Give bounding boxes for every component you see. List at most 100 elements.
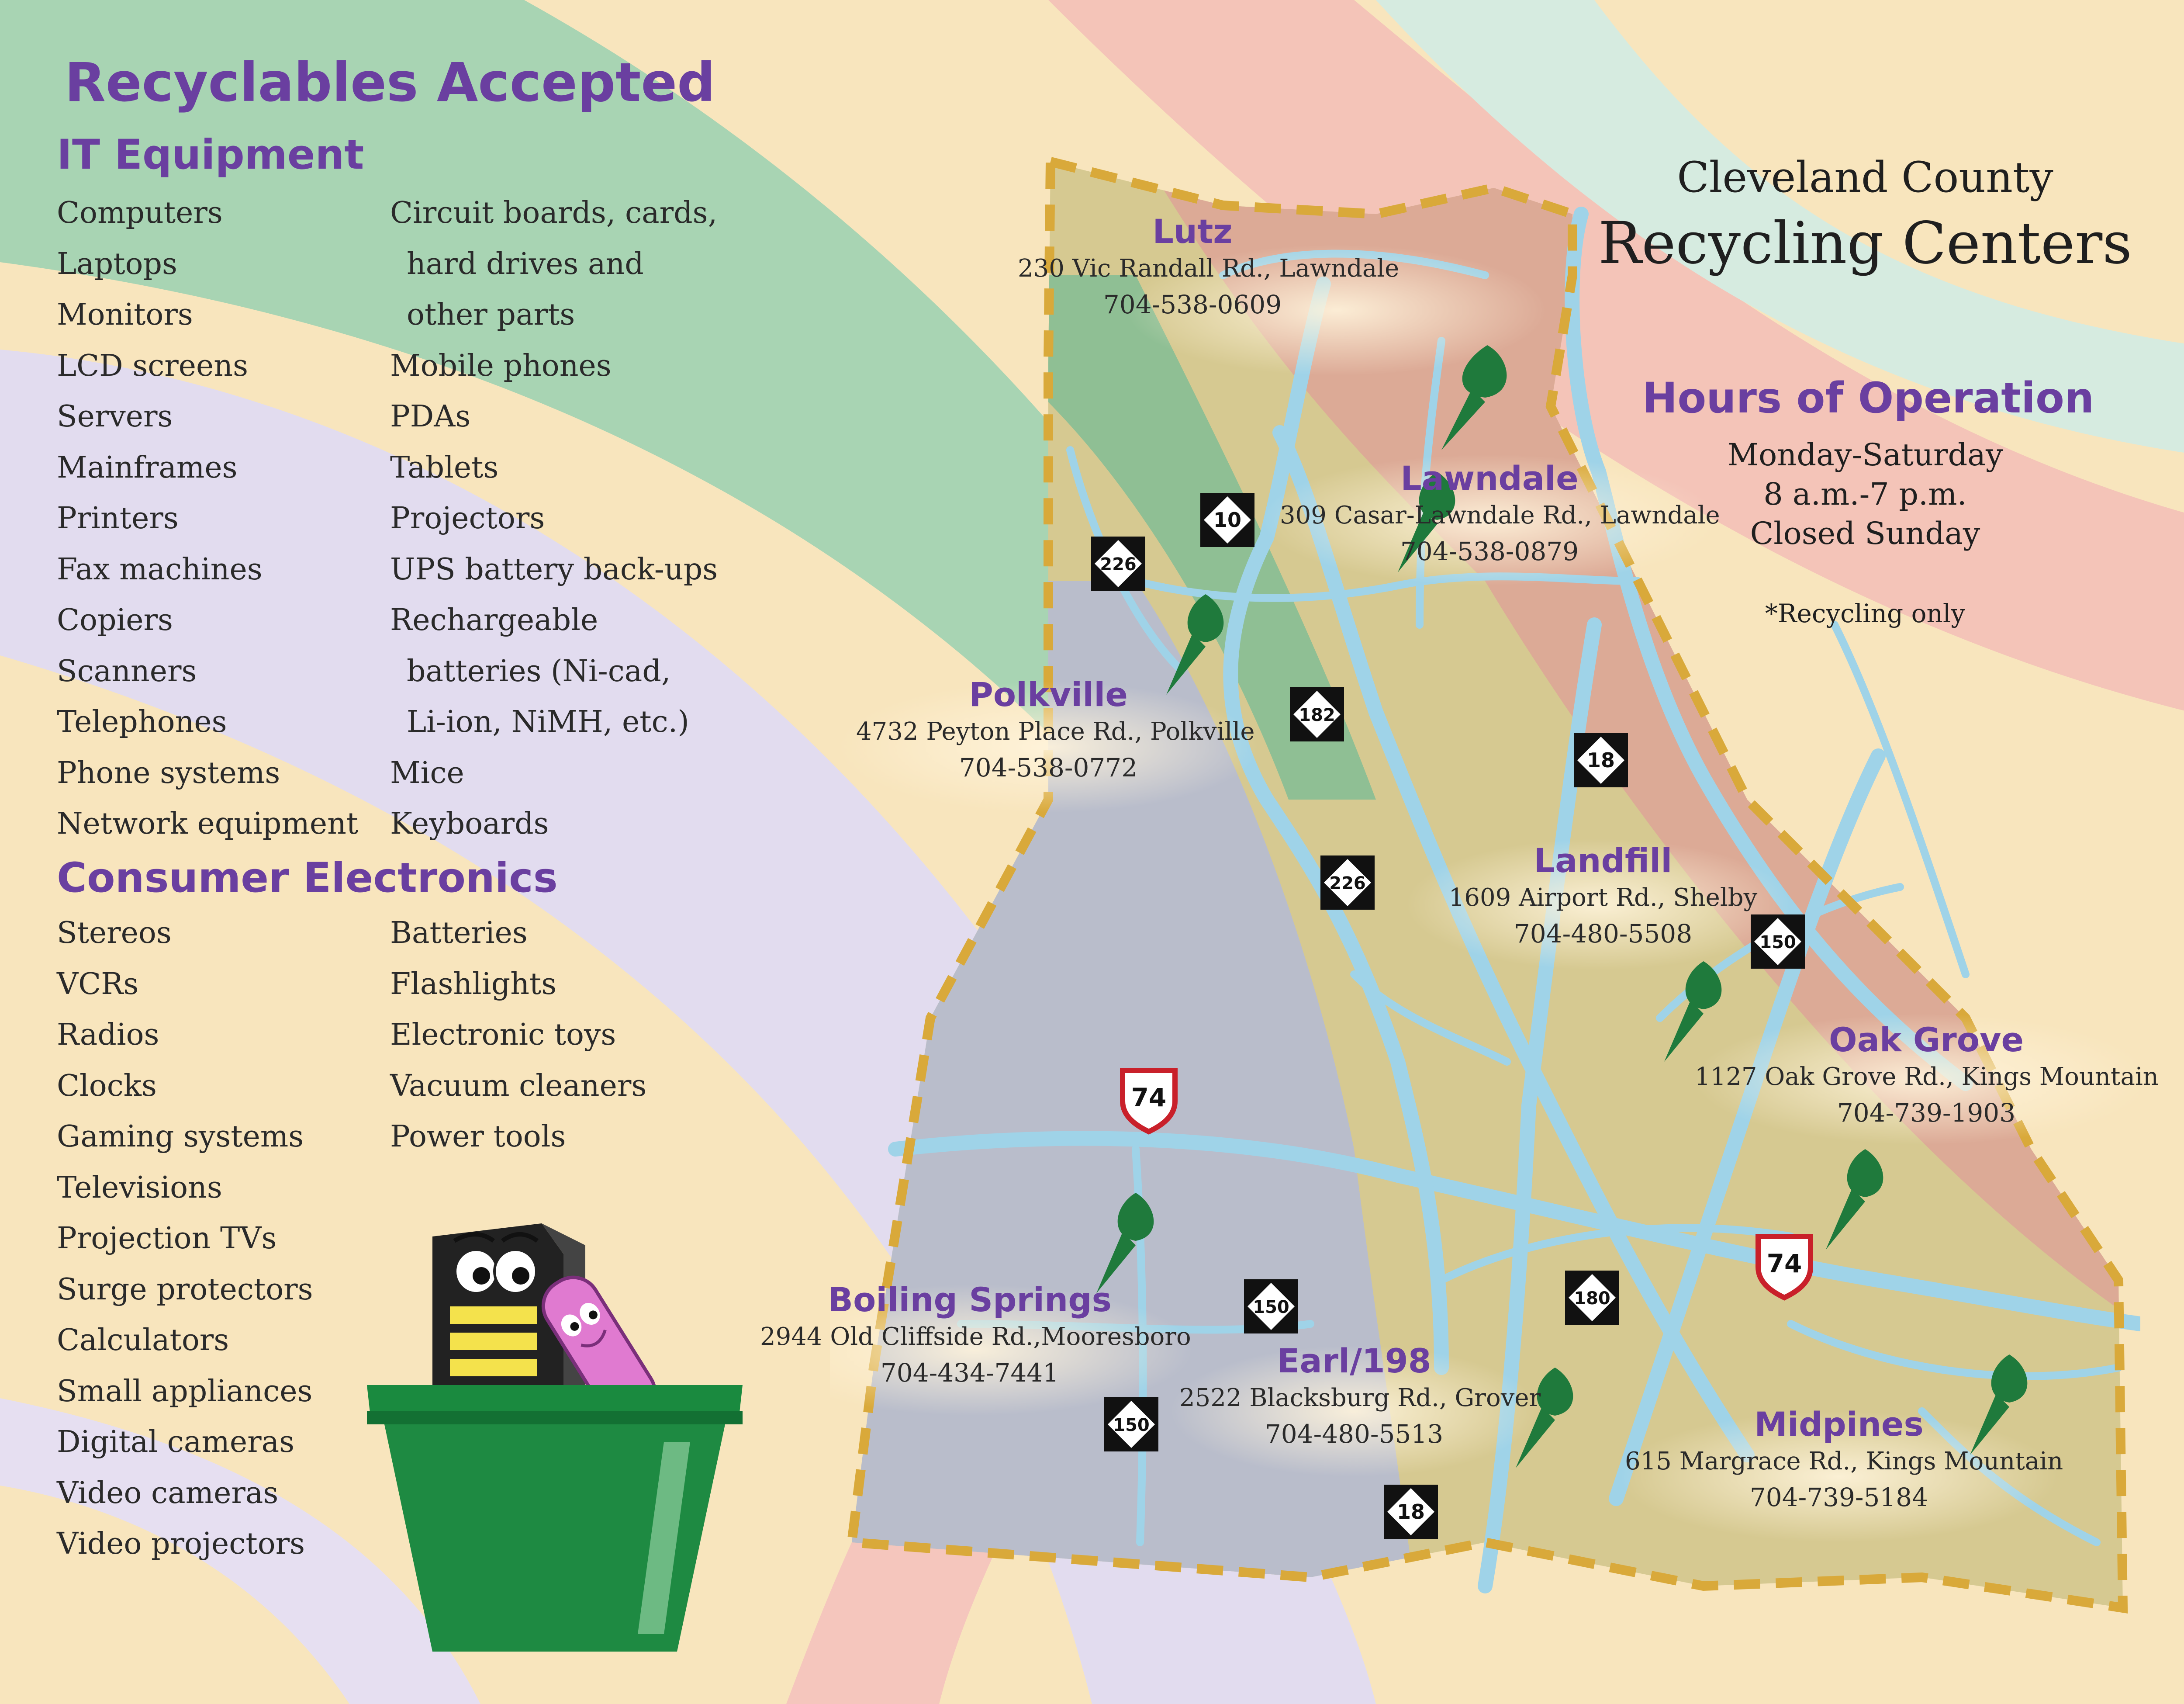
recyclable-item: Mainframes <box>57 450 238 485</box>
site-phone: 704-538-0879 <box>1400 537 1579 566</box>
recyclable-item: Li-ion, NiMH, etc.) <box>407 705 689 739</box>
recyclable-item: Copiers <box>57 603 173 637</box>
nc-route-shields: 10 226 182 18 226 150 <box>1091 493 1805 1539</box>
recyclable-item: Phone systems <box>57 755 280 790</box>
site-name: Earl/198 <box>1277 1341 1431 1380</box>
us-route-shield-icon: 74 <box>1755 1234 1813 1301</box>
recyclable-item: Circuit boards, cards, <box>390 196 718 230</box>
county-map: 10 226 182 18 226 150 <box>830 155 2140 1614</box>
recyclable-item: Projectors <box>390 501 545 536</box>
map-title-line2: Recycling Centers <box>1598 210 2132 277</box>
map-pin-icon <box>1398 472 1455 572</box>
site-name: Lawndale <box>1400 459 1579 498</box>
recyclable-item: Stereos <box>57 916 172 950</box>
svg-text:10: 10 <box>1213 508 1241 532</box>
site-address: 1127 Oak Grove Rd., Kings Mountain <box>1695 1063 2159 1091</box>
recyclable-item: VCRs <box>57 966 139 1001</box>
svg-text:226: 226 <box>1100 554 1137 575</box>
map-pin-icon <box>1516 1368 1573 1468</box>
recyclable-item: Electronic toys <box>390 1018 616 1052</box>
site-address: 615 Margrace Rd., Kings Mountain <box>1625 1447 2063 1475</box>
site-address: 2522 Blacksburg Rd., Grover <box>1179 1384 1541 1412</box>
map-pin-icon <box>1166 594 1224 695</box>
map-pin-icon <box>1096 1193 1154 1293</box>
site-name: Landfill <box>1534 841 1673 880</box>
site-phone: 704-434-7441 <box>880 1358 1059 1388</box>
recyclable-item: Video projectors <box>57 1527 305 1561</box>
svg-text:226: 226 <box>1329 873 1366 894</box>
map-pin-icon <box>1970 1354 2028 1455</box>
recyclable-item: Digital cameras <box>57 1425 295 1459</box>
recyclable-item: UPS battery back-ups <box>390 552 718 587</box>
site-phone: 704-739-5184 <box>1749 1482 1928 1512</box>
nc-route-shield-icon: 150 <box>1104 1397 1158 1451</box>
site-landfill: Landfill 1609 Airport Rd., Shelby 704-48… <box>1446 841 1760 952</box>
it-equipment-heading: IT Equipment <box>57 131 364 179</box>
recyclable-item: Rechargeable <box>390 603 598 637</box>
recyclable-item: Radios <box>57 1018 159 1052</box>
map-pin-icon <box>1664 961 1722 1062</box>
svg-text:182: 182 <box>1299 705 1335 725</box>
site-address: 309 Casar-Lawndale Rd., Lawndale <box>1280 501 1720 530</box>
nc-route-shield-icon: 150 <box>1244 1279 1298 1333</box>
recyclable-item: Telephones <box>57 705 227 739</box>
recyclable-item: Mobile phones <box>390 348 612 383</box>
svg-text:18: 18 <box>1397 1500 1425 1524</box>
site-phone: 704-538-0609 <box>1103 290 1282 319</box>
recyclable-item: Laptops <box>57 246 177 281</box>
us-route-shield-icon: 74 <box>1120 1068 1178 1135</box>
recyclable-item: Projection TVs <box>57 1221 277 1256</box>
svg-text:150: 150 <box>1113 1415 1150 1435</box>
us-route-shields: 74 74 <box>1120 1068 1813 1301</box>
recyclable-item: Fax machines <box>57 552 263 587</box>
recyclable-item: Televisions <box>57 1170 222 1205</box>
recyclable-item: Printers <box>57 501 179 536</box>
nc-route-shield-icon: 18 <box>1384 1485 1438 1539</box>
recyclable-item: Vacuum cleaners <box>390 1068 647 1103</box>
svg-text:18: 18 <box>1587 748 1615 772</box>
recyclable-item: Batteries <box>390 916 528 950</box>
recyclable-item: Monitors <box>57 298 193 332</box>
recyclable-item: Gaming systems <box>57 1119 304 1154</box>
recyclable-item: Network equipment <box>57 807 359 841</box>
nc-route-shield-icon: 182 <box>1290 687 1344 741</box>
nc-route-shield-icon: 226 <box>1091 537 1145 591</box>
svg-text:74: 74 <box>1131 1083 1167 1112</box>
site-address: 4732 Peyton Place Rd., Polkville <box>856 717 1255 746</box>
recyclable-item: hard drives and <box>407 246 644 281</box>
site-polkville: Polkville 4732 Peyton Place Rd., Polkvil… <box>856 675 1255 786</box>
map-title-line1: Cleveland County <box>1677 153 2053 202</box>
site-boiling-springs: Boiling Springs 2944 Old Cliffside Rd.,M… <box>760 1280 1191 1391</box>
site-earl-198: Earl/198 2522 Blacksburg Rd., Grover 704… <box>1179 1341 1541 1452</box>
consumer-electronics-heading: Consumer Electronics <box>57 854 558 902</box>
recyclable-item: LCD screens <box>57 348 248 383</box>
recyclable-item: Flashlights <box>390 966 557 1001</box>
site-midpines: Midpines 615 Margrace Rd., Kings Mountai… <box>1625 1405 2063 1516</box>
recyclable-item: Power tools <box>390 1119 566 1154</box>
site-lutz: Lutz 230 Vic Randall Rd., Lawndale 704-5… <box>1018 212 1399 323</box>
green-recycling-bin-icon <box>367 1385 743 1652</box>
map-pin-icon <box>1441 345 1507 450</box>
hours-closed: Closed Sunday <box>1750 516 1980 551</box>
hours-time: 8 a.m.-7 p.m. <box>1763 476 1967 512</box>
recyclables-title: Recyclables Accepted <box>65 52 715 114</box>
site-lawndale: Lawndale 309 Casar-Lawndale Rd., Lawndal… <box>1280 459 1720 570</box>
recyclable-item: Mice <box>390 755 464 790</box>
recyclable-item: Video cameras <box>57 1475 279 1510</box>
site-phone: 704-538-0772 <box>959 753 1138 783</box>
recyclable-item: Clocks <box>57 1068 157 1103</box>
svg-text:74: 74 <box>1767 1249 1802 1278</box>
it-equipment-list-2: Circuit boards, cards, hard drives and oth… <box>390 188 718 850</box>
svg-text:150: 150 <box>1253 1297 1289 1317</box>
recyclable-item: Calculators <box>57 1323 229 1358</box>
nc-route-shield-icon: 18 <box>1574 733 1628 787</box>
svg-text:180: 180 <box>1574 1288 1610 1309</box>
hours-days: Monday-Saturday <box>1727 437 2003 473</box>
location-pins <box>1096 345 2028 1468</box>
site-oak-grove: Oak Grove 1127 Oak Grove Rd., Kings Moun… <box>1695 1020 2159 1131</box>
county-border <box>846 155 2128 1614</box>
recyclable-item: other parts <box>407 298 575 332</box>
site-phone: 704-480-5513 <box>1265 1419 1444 1449</box>
